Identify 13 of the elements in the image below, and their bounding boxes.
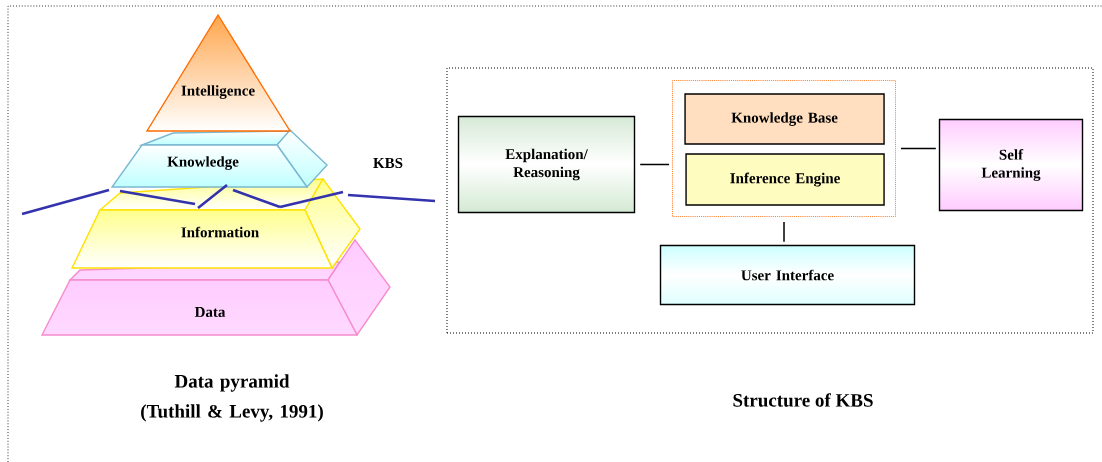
process-box: Explanation/ Reasoning: [457, 115, 636, 214]
connector-line: [900, 147, 937, 150]
group-box: [672, 80, 896, 217]
node-label: Structure of KBS: [733, 393, 873, 407]
process-box: Self Learning: [938, 118, 1084, 212]
process-box: Knowledge Base: [684, 93, 885, 145]
process-box: Inference Engine: [685, 153, 885, 206]
connector-line: [783, 221, 785, 243]
caption: (Tuthill & Levy, 1991): [141, 404, 323, 422]
side-label: KBS: [373, 157, 403, 169]
caption: Data pyramid: [174, 374, 290, 392]
connector-line: [639, 163, 670, 166]
process-box: User Interface: [659, 244, 916, 306]
